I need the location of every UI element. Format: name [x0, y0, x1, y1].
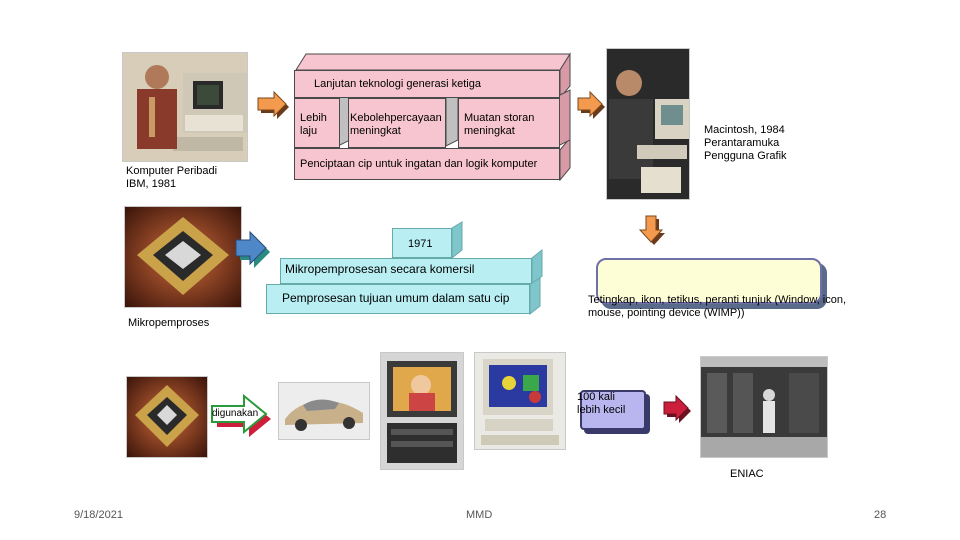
top-header-box	[294, 70, 560, 98]
year-label: 1971	[408, 238, 433, 250]
smaller-label: 100 kali lebih kecil	[577, 391, 626, 416]
smaller-box	[580, 390, 646, 430]
single-chip-box	[266, 284, 530, 314]
microprocessor-photo	[124, 206, 242, 308]
arrow-down-orange-icon	[638, 215, 665, 245]
footer-page-number: 28	[874, 509, 887, 521]
commercial-box	[280, 258, 532, 284]
single-chip-label: Pemprosesan tujuan umum dalam satu cip	[282, 291, 510, 305]
desktop-pc-photo	[474, 352, 566, 450]
footer-date: 9/18/2021	[74, 509, 123, 521]
col3-label: Muatan storan meningkat	[464, 112, 535, 137]
arrow-right-orange-icon	[257, 90, 289, 119]
col1-label: Lebih laju	[300, 112, 327, 137]
col2-label: Kebolehpercayaan meningkat	[350, 112, 442, 137]
col1-box	[294, 98, 340, 148]
top-bottom-box	[294, 148, 560, 180]
top-bottom-label: Penciptaan cip untuk ingatan dan logik k…	[300, 158, 538, 170]
footer-center: MMD	[466, 509, 493, 521]
micro-caption: Mikropemproses	[128, 317, 210, 329]
macintosh-photo	[606, 48, 690, 200]
microprocessor-photo-small	[126, 376, 208, 458]
wimp-label: Tetingkap, ikon, tetikus, peranti tunjuk…	[588, 294, 847, 319]
year-box	[392, 228, 452, 258]
eniac-photo	[700, 356, 828, 458]
mac-caption: Macintosh, 1984 Perantaramuka Pengguna G…	[704, 124, 787, 162]
commercial-label: Mikropemprosesan secara komersil	[285, 262, 475, 276]
arrow-right-orange-icon-2	[577, 90, 605, 119]
arrow-right-crimson-icon	[663, 394, 691, 423]
col2-box	[348, 98, 446, 148]
arrow-right-blue-icon	[235, 230, 270, 268]
digunakan-label: digunakan	[212, 408, 259, 419]
ibm-caption: Komputer Peribadi IBM, 1981	[126, 165, 218, 190]
tv-photo	[380, 352, 464, 470]
top-header-label: Lanjutan teknologi generasi ketiga	[314, 78, 481, 90]
wimp-box	[596, 258, 822, 304]
ibm-pc-photo	[122, 52, 248, 162]
eniac-caption: ENIAC	[730, 468, 764, 480]
car-photo	[278, 382, 370, 440]
col3-box	[458, 98, 560, 148]
arrow-right-green-icon	[211, 393, 271, 437]
